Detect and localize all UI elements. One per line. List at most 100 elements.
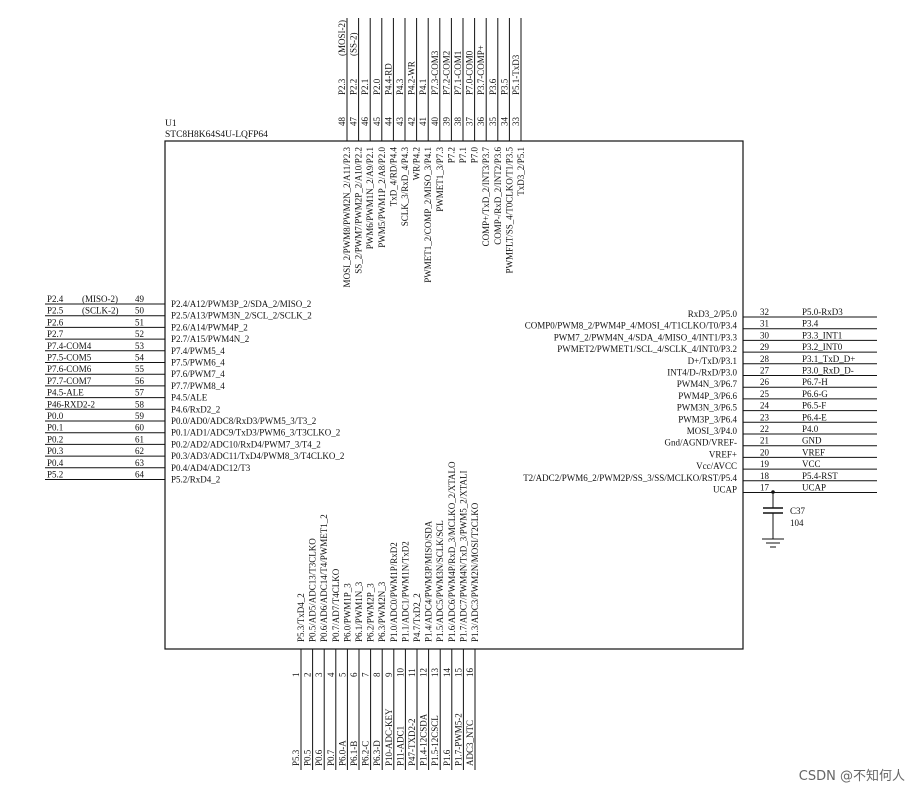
bottom-pin-net: P6.0-A <box>337 740 347 766</box>
left-pin-function: P2.5/A13/PWM3N_2/SCL_2/SCLK_2 <box>171 311 312 321</box>
component-part: STC8H8K64S4U-LQFP64 <box>165 130 268 140</box>
left-pin-net: P7.5-COM5 <box>47 353 92 363</box>
bottom-pin-function: P6.3/PWM2N_3 <box>377 581 387 642</box>
bottom-pin-function: P1.5/ADC5/PWM3N/SCLK/SCL <box>435 520 445 642</box>
left-pin-note: (SCLK-2) <box>82 306 119 316</box>
top-pin-function: P7.1 <box>458 147 468 163</box>
top-pin-note: (MOSI-2) <box>337 20 347 56</box>
right-pin-function: UCAP <box>713 485 737 495</box>
left-pin-number: 63 <box>135 458 145 468</box>
left-pin-net: P2.7 <box>47 329 64 339</box>
bottom-pin-number: 1 <box>291 673 301 678</box>
right-pin-net: P3.0_RxD_D- <box>802 366 854 376</box>
left-pin-function: P0.1/AD1/ADC9/TxD3/PWM6_3/T3CLKO_2 <box>171 428 340 438</box>
left-pin-number: 52 <box>135 329 144 339</box>
bottom-pin-function: P6.0/PWM1P_3 <box>342 583 352 642</box>
bottom-pin-number: 16 <box>465 668 475 678</box>
left-pin-net: P7.7-COM7 <box>47 376 92 386</box>
bottom-pin-function: P0.7/AD7/T4CLKO <box>331 568 341 642</box>
bottom-pin-number: 10 <box>395 668 405 678</box>
right-pin-net: P6.6-G <box>802 389 828 399</box>
top-pin-function: SCLK_3/RxD_4/P4.3 <box>400 147 410 227</box>
bottom-pin-number: 12 <box>419 668 429 677</box>
right-pin-net: P3.1_TxD_D+ <box>802 354 855 364</box>
top-pin-net: P5.1-TxD3 <box>511 54 521 95</box>
right-pin-number: 21 <box>760 436 769 446</box>
right-pin-number: 22 <box>760 424 769 434</box>
right-pin-function: COMP0/PWM8_2/PWM4P_4/MOSI_4/T1CLKO/T0/P3… <box>525 321 738 331</box>
top-pin-number: 46 <box>360 117 370 127</box>
top-pin-function: P7.0 <box>470 147 480 164</box>
left-pin-function: P7.6/PWM7_4 <box>171 369 225 379</box>
top-pin-net: P7.3-COM3 <box>430 50 440 95</box>
ground-symbol <box>762 538 784 548</box>
bottom-pin-net: P6.2-C <box>361 741 371 766</box>
top-pin-net: P3.5 <box>499 78 509 95</box>
top-pin-function: WR/P4.2 <box>412 147 422 180</box>
top-pin-note: (SS-2) <box>349 32 359 56</box>
bottom-pin-number: 11 <box>407 668 417 677</box>
ic-body <box>164 140 744 650</box>
top-pin-function: PWM6/PWM1N_2/A9/P2.1 <box>365 147 375 249</box>
top-pin-net: P2.0 <box>372 78 382 95</box>
top-pin-number: 39 <box>441 117 451 127</box>
left-pin-number: 51 <box>135 317 144 327</box>
top-pin-number: 47 <box>349 117 359 127</box>
top-pin-number: 34 <box>499 117 509 127</box>
capacitor-ref: C37 <box>790 506 806 516</box>
top-pin-function: TxD3_2/P5.1 <box>516 147 526 196</box>
bottom-pin-function: P1.1/ADC1/PWM1N/TxD2 <box>400 541 410 642</box>
top-pin-net: P3.7-COMP+ <box>476 45 486 95</box>
right-pin-net: P3.2_INT0 <box>802 342 843 352</box>
right-pin-function: MOSI_3/P4.0 <box>687 426 738 436</box>
bottom-pin-function: P1.0/ADC0/PWM1P/RxD2 <box>389 542 399 642</box>
top-pin-net: P3.6 <box>488 78 498 95</box>
right-pin-number: 26 <box>760 377 770 387</box>
bottom-pin-number: 6 <box>349 672 359 677</box>
top-pin-function: COMP-/RxD_2/INT2/P3.6 <box>493 147 503 245</box>
bottom-pin-net: P6.1-B <box>349 741 359 766</box>
right-pin-function: RxD3_2/P5.0 <box>688 309 738 319</box>
bottom-pin-net: ADC3_NTC <box>465 720 475 766</box>
left-pin-group: P2.4/A12/PWM3P_2/SDA_2/MISO_249P2.4(MISO… <box>45 294 344 485</box>
left-pin-number: 49 <box>135 294 145 304</box>
left-pin-function: P4.6/RxD2_2 <box>171 404 220 414</box>
top-pin-function: PWM5/PWM1P_2/A8/P2.0 <box>377 147 387 248</box>
right-pin-net: GND <box>802 436 822 446</box>
bottom-pin-function: P4.7/TxD2_2 <box>412 593 422 642</box>
left-pin-function: P4.5/ALE <box>171 393 208 403</box>
right-pin-number: 18 <box>760 471 770 481</box>
left-pin-number: 57 <box>135 388 145 398</box>
top-pin-function: PWMET1_3/P7.3 <box>435 147 445 212</box>
right-pin-number: 30 <box>760 330 770 340</box>
top-pin-number: 36 <box>476 117 486 127</box>
left-pin-number: 62 <box>135 446 144 456</box>
right-pin-function: Vcc/AVCC <box>696 461 737 471</box>
top-pin-net: P4.2-WR <box>407 61 417 95</box>
left-pin-net: P2.5 <box>47 306 64 316</box>
top-pin-net: P2.1 <box>360 79 370 95</box>
right-pin-net: UCAP <box>802 483 826 493</box>
top-pin-function: COMP+/TxD_2/INT3/P3.7 <box>481 147 491 247</box>
left-pin-net: P4.5-ALE <box>47 388 84 398</box>
right-pin-function: PWMET2/PWMET1/SCL_4/SCLK_4/INT0/P3.2 <box>557 344 737 354</box>
right-pin-net: P6.4-E <box>802 412 827 422</box>
top-pin-function: SS_2/PWM7/PWM2P_2/A10/P2.2 <box>354 147 364 274</box>
left-pin-function: P7.5/PWM6_4 <box>171 358 225 368</box>
left-pin-function: P0.2/AD2/ADC10/RxD4/PWM7_3/T4_2 <box>171 439 321 449</box>
right-pin-function: PWM3P_3/P6.4 <box>678 414 737 424</box>
top-pin-function: P7.2 <box>446 147 456 163</box>
top-pin-net: P7.0-COM0 <box>465 50 475 95</box>
right-pin-function: PWM4N_3/P6.7 <box>677 379 738 389</box>
right-pin-function: Gnd/AGND/VREF- <box>664 438 737 448</box>
left-pin-function: P0.4/AD4/ADC12/T3 <box>171 463 251 473</box>
right-pin-number: 32 <box>760 307 769 317</box>
bottom-pin-function: P6.1/PWM1N_3 <box>354 581 364 642</box>
left-pin-net: P2.4 <box>47 294 64 304</box>
right-pin-net: P5.0-RxD3 <box>802 307 843 317</box>
left-pin-function: P2.7/A15/PWM4N_2 <box>171 334 249 344</box>
left-pin-net: P0.4 <box>47 458 64 468</box>
top-pin-group: 48P2.3(MOSI-2)MOSI_2/PWM8/PWM2N_2/A11/P2… <box>337 18 526 287</box>
right-pin-function: D+/TxD/P3.1 <box>688 356 737 366</box>
